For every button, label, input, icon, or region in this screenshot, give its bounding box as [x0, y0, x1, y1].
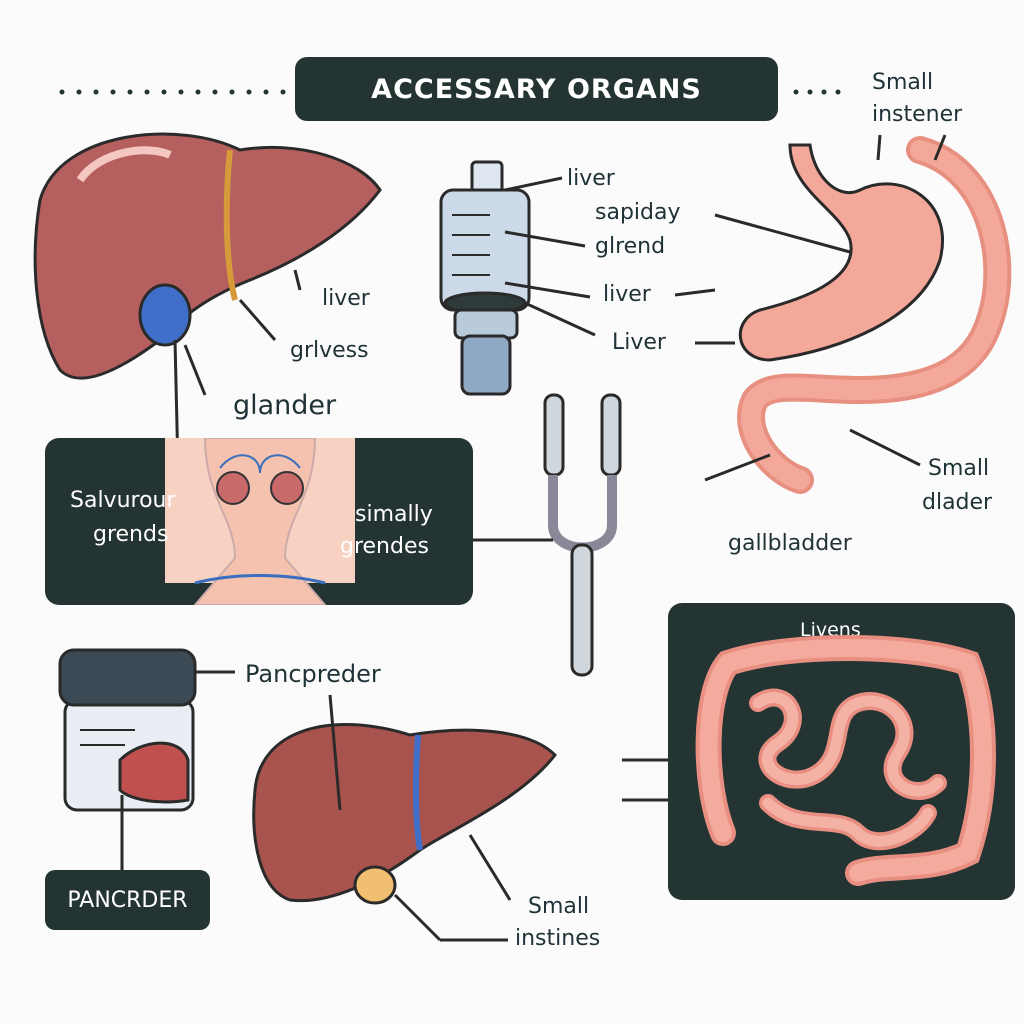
- intestine-panel: Livens: [668, 603, 1015, 900]
- label-liver-d: Liver: [612, 330, 666, 355]
- label-pancrder: PANCRDER: [67, 887, 188, 913]
- title-dots-right: [793, 89, 841, 95]
- pancrder-badge: PANCRDER: [45, 870, 210, 930]
- liver-illustration-bottom: [252, 694, 668, 942]
- label-small-instener-1: Small: [872, 70, 934, 95]
- label-small-instener-2: instener: [872, 102, 963, 127]
- label-sapiday: sapiday: [595, 200, 681, 225]
- jar-illustration: [58, 648, 235, 870]
- liver-illustration-top: [33, 132, 382, 471]
- label-glander: glander: [233, 390, 337, 421]
- label-small-instines-1: Small: [528, 894, 590, 919]
- label-livens: Livens: [800, 619, 861, 641]
- intestine-illustration: [695, 635, 996, 886]
- label-liver-c: liver: [603, 282, 651, 307]
- title-dots-left: [59, 89, 286, 95]
- label-liver-a: liver: [322, 286, 370, 311]
- tuning-fork-illustration: [470, 393, 622, 677]
- label-grlvess: grlvess: [290, 338, 369, 363]
- label-salvurour-1: Salvurour: [70, 488, 176, 513]
- label-small-dlader-1: Small: [928, 456, 990, 481]
- label-pancpreder: Pancpreder: [245, 660, 381, 688]
- label-simally-2: grendes: [340, 534, 429, 559]
- label-glrend: glrend: [595, 234, 666, 259]
- label-salvurour-2: grends: [93, 522, 169, 547]
- label-simally-1: simally: [355, 502, 433, 527]
- title-text: ACCESSARY ORGANS: [371, 73, 702, 105]
- stomach-intestine-illustration: [704, 134, 1012, 494]
- label-small-dlader-2: dlader: [922, 490, 993, 515]
- vial-illustration: [439, 160, 735, 396]
- salivary-panel: Salvurour grends simally grendes: [45, 438, 473, 605]
- label-gallbladder: gallbladder: [728, 531, 852, 556]
- label-small-instines-2: instines: [515, 926, 601, 951]
- title-banner: ACCESSARY ORGANS: [295, 57, 778, 121]
- neck-illustration: [165, 438, 355, 605]
- label-liver-b: liver: [567, 166, 615, 191]
